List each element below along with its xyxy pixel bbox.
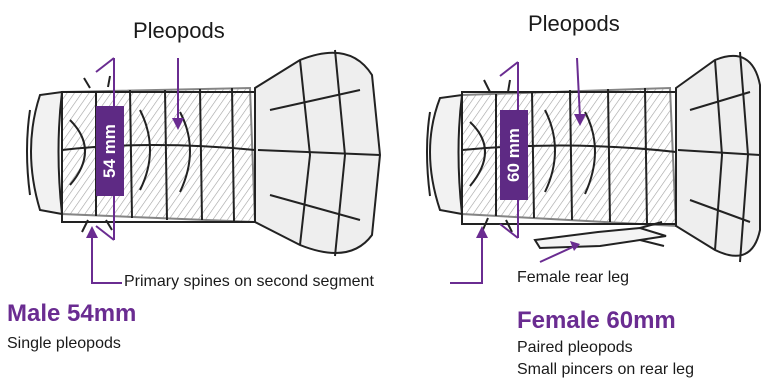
pleopods-label-male: Pleopods — [133, 18, 225, 44]
male-title: Male 54mm — [7, 300, 136, 328]
female-description-line: Paired pleopods — [517, 337, 694, 359]
female-title: Female 60mm — [517, 307, 676, 335]
female-description: Paired pleopods Small pincers on rear le… — [517, 337, 694, 381]
male-measure-badge: 54 mm — [96, 106, 124, 196]
female-measure-badge: 60 mm — [500, 110, 528, 200]
male-description-line: Single pleopods — [7, 333, 121, 355]
spines-right-arrowhead — [476, 226, 488, 238]
spines-left-arrowhead — [86, 226, 98, 238]
female-rear-leg-drawing — [535, 222, 666, 248]
spines-caption: Primary spines on second segment — [124, 273, 374, 291]
female-rear-leg-label: Female rear leg — [517, 269, 629, 287]
pleopods-label-female: Pleopods — [528, 11, 620, 37]
female-tail-drawing — [427, 52, 760, 262]
male-description: Single pleopods — [7, 333, 121, 355]
female-description-line: Small pincers on rear leg — [517, 359, 694, 381]
female-measure-text: 60 mm — [504, 128, 524, 182]
male-tail-drawing — [27, 50, 380, 256]
male-measure-text: 54 mm — [100, 124, 120, 178]
